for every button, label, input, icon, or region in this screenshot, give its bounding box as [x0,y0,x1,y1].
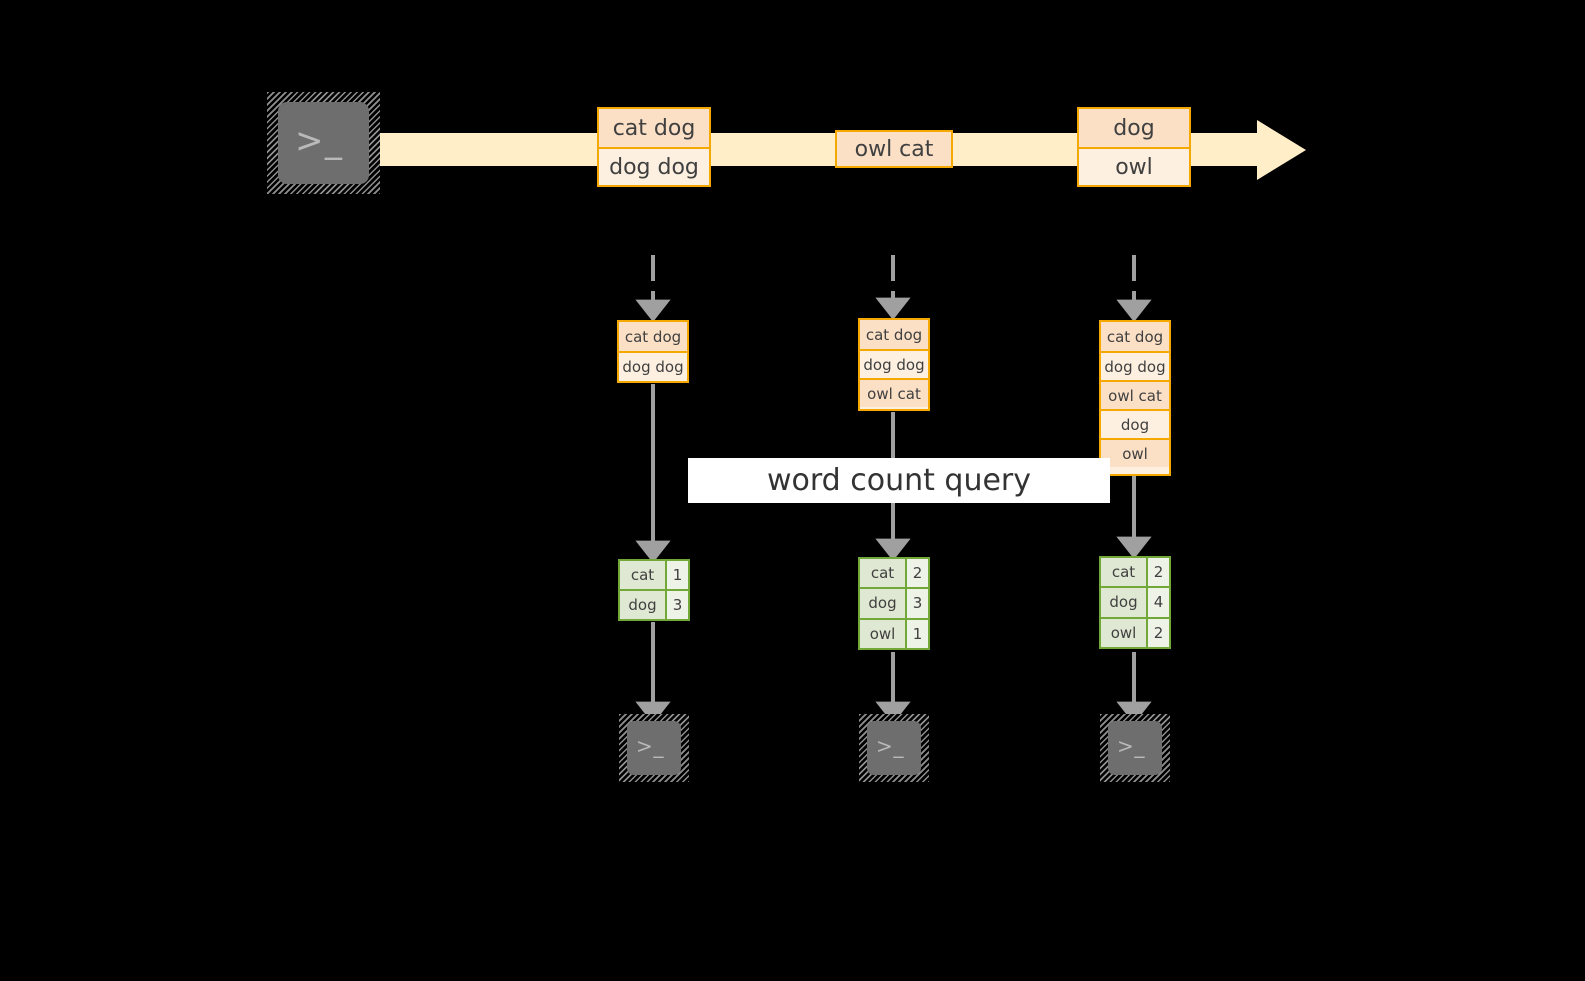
table-row: dog 3 [620,589,688,619]
table-row: dog 4 [1101,586,1169,617]
snapshot-input-line: dog dog [1101,351,1169,380]
snapshot-input-line: dog dog [619,351,687,380]
source-terminal[interactable]: >_ [267,92,380,194]
terminal-prompt-icon: >_ [636,734,665,758]
stream-event-group-3[interactable]: dog owl [1077,107,1191,187]
terminal-body [627,721,681,775]
snapshot-input-line: owl cat [1101,380,1169,409]
stream-arrow-shape [356,120,1306,180]
terminal-body [278,102,369,184]
result-word: dog [860,589,905,618]
result-count: 1 [665,561,688,589]
stream-event-line: dog dog [599,147,709,185]
snapshot-input-line: cat dog [619,322,687,351]
snapshot-3-result[interactable]: cat 2 dog 4 owl 2 [1099,556,1171,649]
result-word: cat [1101,558,1146,587]
table-row: cat 1 [620,561,688,589]
table-row: owl 2 [1101,616,1169,647]
result-word: cat [860,559,905,588]
terminal-prompt-icon: >_ [1117,734,1146,758]
sink-terminal-2[interactable]: >_ [859,714,929,782]
snapshot-1-input[interactable]: cat dog dog dog [617,320,689,383]
stream-event-line: cat dog [599,109,709,147]
snapshot-input-line: owl cat [860,378,928,407]
result-word: dog [620,591,665,619]
snapshot-2-input[interactable]: cat dog dog dog owl cat [858,318,930,411]
snapshot-input-line: owl [1101,438,1169,467]
sink-terminal-3[interactable]: >_ [1100,714,1170,782]
result-count: 3 [905,589,928,618]
stream-event-group-1[interactable]: cat dog dog dog [597,107,711,187]
result-count: 4 [1146,588,1169,617]
stream-event-line: owl [1079,147,1189,185]
snapshot-1-result[interactable]: cat 1 dog 3 [618,559,690,621]
result-count: 2 [905,559,928,588]
result-word: cat [620,561,665,589]
query-label: word count query [688,458,1110,503]
sink-terminal-1[interactable]: >_ [619,714,689,782]
dashed-feed-arrows [635,255,1152,323]
snapshot-3-input[interactable]: cat dog dog dog owl cat dog owl [1099,320,1171,476]
terminal-body [1108,721,1162,775]
result-word: owl [1101,618,1146,647]
stream-event-line: dog [1079,109,1189,147]
result-count: 2 [1146,558,1169,587]
result-count: 3 [665,591,688,619]
stream-event-group-2[interactable]: owl cat [835,130,953,168]
result-word: owl [860,619,905,648]
snapshot-input-line: dog dog [860,349,928,378]
table-row: cat 2 [860,559,928,588]
result-count: 1 [905,619,928,648]
sink-flow-arrows [635,622,1152,725]
snapshot-input-line: cat dog [1101,322,1169,351]
stream-event-line: owl cat [837,132,951,166]
terminal-body [867,721,921,775]
terminal-prompt-icon: >_ [876,734,905,758]
snapshot-input-line: dog [1101,409,1169,438]
snapshot-input-line: cat dog [860,320,928,349]
result-count: 2 [1146,618,1169,647]
table-row: dog 3 [860,587,928,618]
snapshot-2-result[interactable]: cat 2 dog 3 owl 1 [858,557,930,650]
result-word: dog [1101,588,1146,617]
terminal-prompt-icon: >_ [295,121,344,161]
table-row: cat 2 [1101,558,1169,587]
table-row: owl 1 [860,617,928,648]
